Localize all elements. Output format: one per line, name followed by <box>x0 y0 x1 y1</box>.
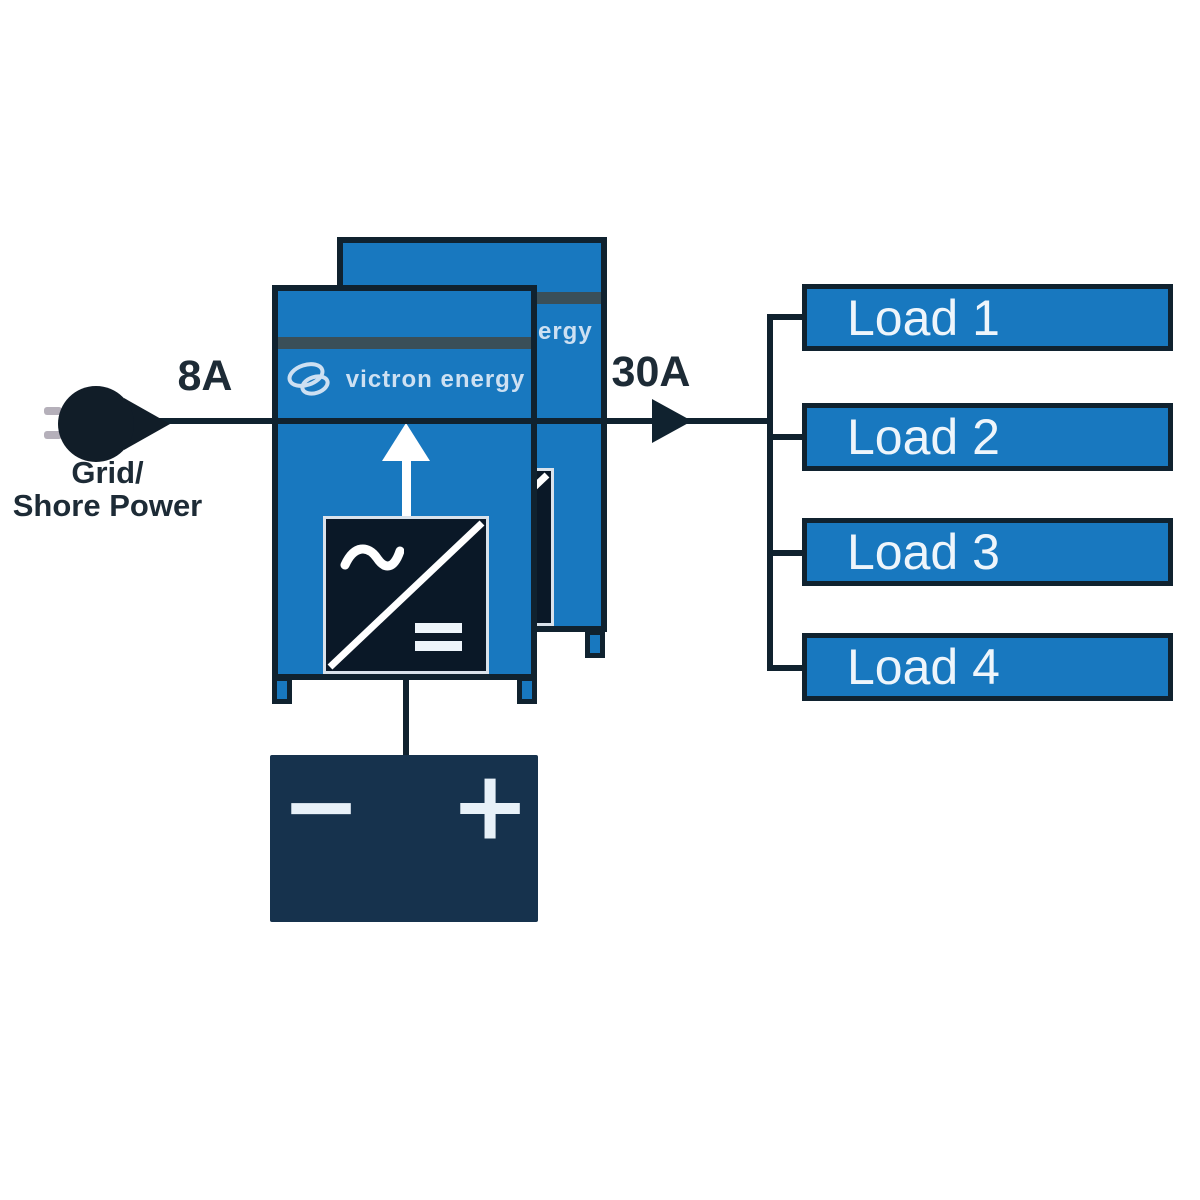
grid-shore-power-label: Grid/ Shore Power <box>5 456 210 522</box>
battery-plus-label: + <box>450 751 530 862</box>
mount-foot-icon <box>517 676 537 704</box>
arrow-right-icon <box>652 399 692 443</box>
load-bus-line <box>767 314 773 671</box>
battery-minus-label: − <box>281 751 361 862</box>
brand-row: victron energy <box>278 360 531 400</box>
load-box-1: Load 1 <box>802 284 1173 351</box>
output-current-label: 30A <box>611 348 691 396</box>
load-branch-line <box>770 550 804 556</box>
sine-wave-icon <box>340 544 404 571</box>
load-label: Load 2 <box>847 409 1000 465</box>
arrow-up-icon <box>382 423 430 461</box>
load-label: Load 4 <box>847 639 1000 695</box>
mount-foot-icon <box>272 676 292 704</box>
load-label: Load 1 <box>847 289 1000 346</box>
victron-unit-front: victron energy <box>272 285 537 680</box>
dc-symbol-icon <box>415 641 462 651</box>
brand-label: victron energy <box>345 366 526 393</box>
battery: − + <box>270 755 538 922</box>
arrow-up-shaft <box>402 461 411 517</box>
grid-label-line1: Grid/ <box>71 455 144 490</box>
load-branch-line <box>770 434 804 440</box>
mount-foot-icon <box>585 630 605 658</box>
ac-dc-inverter-icon <box>323 516 489 674</box>
load-branch-line <box>770 314 804 320</box>
unit-top-stripe <box>278 337 531 349</box>
ac-power-line <box>150 418 770 424</box>
load-branch-line <box>770 665 804 671</box>
victron-torus-logo-icon <box>287 362 330 396</box>
load-box-3: Load 3 <box>802 518 1173 586</box>
load-box-2: Load 2 <box>802 403 1173 471</box>
power-plug-icon <box>44 386 170 462</box>
battery-cable-line <box>403 678 409 756</box>
load-label: Load 3 <box>847 524 1000 580</box>
dc-symbol-icon <box>415 623 462 633</box>
inverter-diagonal-icon <box>327 520 485 670</box>
load-box-4: Load 4 <box>802 633 1173 701</box>
input-current-label: 8A <box>177 352 233 400</box>
grid-label-line2: Shore Power <box>12 488 203 523</box>
